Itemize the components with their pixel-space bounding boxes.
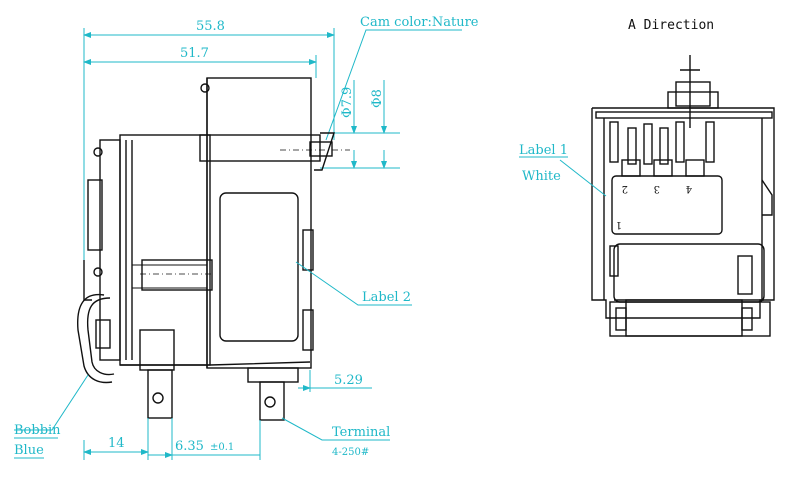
dim-total-width: 55.8 xyxy=(83,19,335,300)
pin-number-1: 1 xyxy=(616,219,622,230)
terminal-spec: 4-250# xyxy=(332,447,369,458)
housing xyxy=(591,107,775,319)
cam-color-callout: Cam color:Nature xyxy=(325,15,479,141)
bobbin-label: Bobbin xyxy=(14,423,61,438)
dim-left-label: 14 xyxy=(108,436,125,451)
dim-terminal-offset-label: 5.29 xyxy=(334,373,363,388)
side-view: 55.8 51.7 Cam color:Nature Φ7.9 Φ8 xyxy=(14,15,479,460)
dim-cam-diameter-2: Φ8 xyxy=(370,89,385,108)
cam-color-label: Cam color:Nature xyxy=(360,15,479,30)
pin-number-4: 4 xyxy=(686,183,692,194)
bobbin-color: Blue xyxy=(14,443,44,458)
terminal-callout: Terminal 4-250# xyxy=(281,417,390,458)
pin-number-2: 2 xyxy=(622,183,628,194)
dim-tolerance-label: ±0.1 xyxy=(210,442,234,453)
label1-callout: Label 1 White xyxy=(519,143,607,197)
direction-view: A Direction xyxy=(519,18,775,337)
dim-cam-diameter: Φ7.9 Φ8 xyxy=(320,80,400,169)
label1-label: Label 1 xyxy=(519,143,568,158)
top-shaft xyxy=(667,55,719,128)
motor-body xyxy=(83,77,350,371)
dim-terminal-pitch-label: 6.35 xyxy=(175,439,204,454)
terminal-label: Terminal xyxy=(332,425,390,440)
dim-cam-diameter-1: Φ7.9 xyxy=(340,87,355,118)
dim-left: 14 xyxy=(83,418,149,460)
label1-color: White xyxy=(522,169,561,184)
dim-body-width: 51.7 xyxy=(83,46,317,78)
dim-terminal-pitch: 6.35 ±0.1 xyxy=(148,418,261,460)
label2-label: Label 2 xyxy=(362,290,411,305)
label1-area: 2 3 4 1 xyxy=(611,175,723,235)
coil-assembly xyxy=(609,243,771,337)
dim-total-width-label: 55.8 xyxy=(196,19,225,34)
direction-title: A Direction xyxy=(628,18,714,33)
dim-body-width-label: 51.7 xyxy=(180,46,209,61)
pin-number-3: 3 xyxy=(654,183,660,194)
bobbin: Bobbin Blue xyxy=(14,293,115,459)
pins xyxy=(609,121,715,177)
dim-terminal-offset: 5.29 xyxy=(298,370,372,392)
label2-callout: Label 2 xyxy=(295,261,412,306)
terminals xyxy=(147,367,299,421)
